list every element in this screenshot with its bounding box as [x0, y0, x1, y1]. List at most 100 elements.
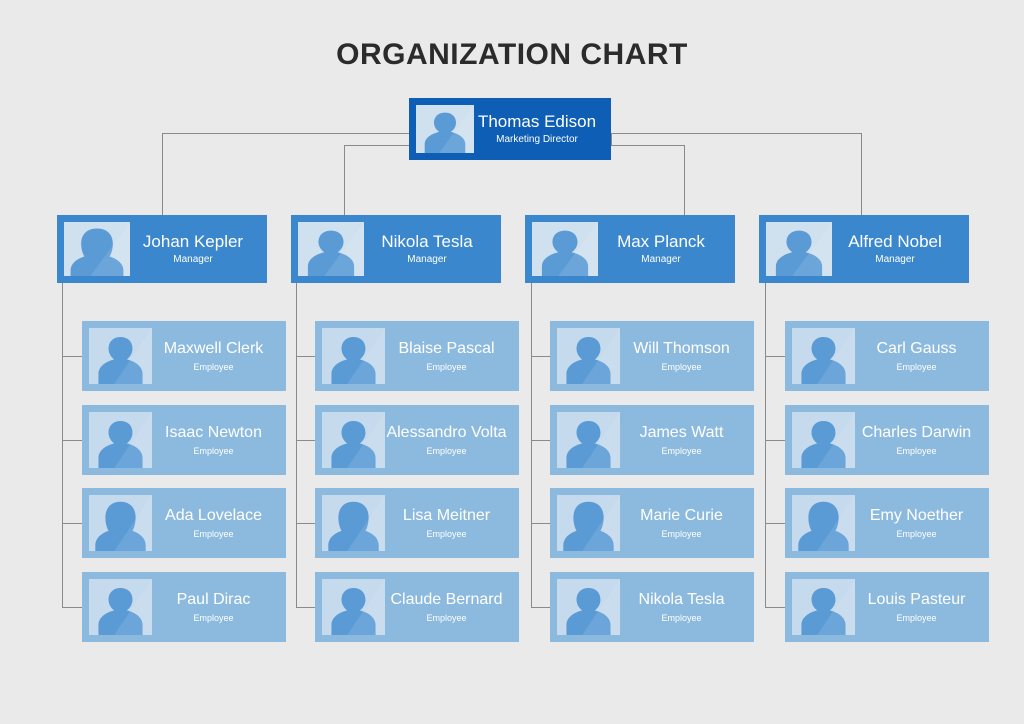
org-node-manager-3[interactable]: Max Planck Manager [525, 215, 735, 283]
org-node-name: Blaise Pascal [398, 340, 495, 358]
person-male-avatar-icon [792, 579, 855, 635]
person-female-avatar-icon [89, 495, 152, 551]
org-node-role: Employee [896, 612, 937, 623]
org-node-labels: James Watt Employee [620, 424, 747, 456]
org-node-employee-2-1[interactable]: Blaise Pascal Employee [315, 321, 519, 391]
org-node-manager-2[interactable]: Nikola Tesla Manager [291, 215, 501, 283]
org-node-employee-1-1[interactable]: Maxwell Clerk Employee [82, 321, 286, 391]
org-node-labels: Claude Bernard Employee [385, 591, 512, 623]
org-node-labels: Nikola Tesla Manager [364, 232, 494, 265]
org-node-employee-2-4[interactable]: Claude Bernard Employee [315, 572, 519, 642]
org-node-labels: Nikola Tesla Employee [620, 591, 747, 623]
org-node-name: Alfred Nobel [848, 232, 942, 252]
org-node-employee-2-3[interactable]: Lisa Meitner Employee [315, 488, 519, 558]
org-node-role: Employee [426, 528, 467, 539]
org-node-manager-1[interactable]: Johan Kepler Manager [57, 215, 267, 283]
org-node-name: Max Planck [617, 232, 705, 252]
org-node-role: Manager [173, 254, 213, 266]
branch-stub-3-3 [531, 523, 552, 524]
person-male-avatar-icon [557, 579, 620, 635]
person-male-avatar-icon [792, 328, 855, 384]
org-node-employee-4-1[interactable]: Carl Gauss Employee [785, 321, 989, 391]
branch-trunk-2 [296, 283, 297, 607]
org-node-role: Manager [641, 254, 681, 266]
org-node-role: Employee [193, 361, 234, 372]
person-male-avatar-icon [557, 412, 620, 468]
person-male-avatar-icon [322, 328, 385, 384]
person-female-avatar-icon [557, 495, 620, 551]
org-node-employee-1-2[interactable]: Isaac Newton Employee [82, 405, 286, 475]
branch-stub-4-3 [765, 523, 787, 524]
org-node-role: Employee [661, 528, 702, 539]
org-node-name: James Watt [639, 424, 724, 442]
org-node-labels: Isaac Newton Employee [152, 424, 279, 456]
org-node-employee-4-4[interactable]: Louis Pasteur Employee [785, 572, 989, 642]
connector-outer-left-down [162, 133, 163, 215]
page-title: ORGANIZATION CHART [336, 38, 688, 71]
org-node-role: Employee [193, 445, 234, 456]
org-node-labels: Emy Noether Employee [855, 507, 982, 539]
connector-inner-left-down [344, 145, 345, 215]
org-node-manager-4[interactable]: Alfred Nobel Manager [759, 215, 969, 283]
org-node-name: Ada Lovelace [165, 507, 262, 525]
org-node-role: Employee [426, 612, 467, 623]
person-male-avatar-icon [766, 222, 832, 276]
org-node-role: Employee [896, 361, 937, 372]
org-node-employee-1-4[interactable]: Paul Dirac Employee [82, 572, 286, 642]
org-node-name: Alessandro Volta [386, 424, 507, 442]
person-male-avatar-icon [532, 222, 598, 276]
org-node-name: Lisa Meitner [402, 507, 491, 525]
org-node-labels: Paul Dirac Employee [152, 591, 279, 623]
branch-stub-1-3 [62, 523, 84, 524]
org-node-labels: Marie Curie Employee [620, 507, 747, 539]
person-male-avatar-icon [322, 579, 385, 635]
person-female-avatar-icon [792, 495, 855, 551]
branch-stub-4-2 [765, 440, 787, 441]
person-male-avatar-icon [792, 412, 855, 468]
org-node-role: Employee [896, 445, 937, 456]
org-node-role: Employee [426, 361, 467, 372]
org-node-labels: Carl Gauss Employee [855, 340, 982, 372]
org-node-name: Paul Dirac [176, 591, 251, 609]
branch-trunk-3 [531, 283, 532, 607]
org-node-labels: Thomas Edison Marketing Director [474, 112, 604, 145]
org-node-employee-3-4[interactable]: Nikola Tesla Employee [550, 572, 754, 642]
branch-stub-2-2 [296, 440, 317, 441]
person-male-avatar-icon [557, 328, 620, 384]
person-male-avatar-icon [89, 328, 152, 384]
branch-stub-4-1 [765, 356, 787, 357]
org-node-name: Isaac Newton [165, 424, 262, 442]
connector-root-right-stub [611, 133, 612, 145]
branch-stub-2-3 [296, 523, 317, 524]
org-node-employee-4-3[interactable]: Emy Noether Employee [785, 488, 989, 558]
org-node-labels: Louis Pasteur Employee [855, 591, 982, 623]
person-male-avatar-icon [322, 412, 385, 468]
org-node-root[interactable]: Thomas Edison Marketing Director [409, 98, 611, 160]
org-node-employee-3-3[interactable]: Marie Curie Employee [550, 488, 754, 558]
org-node-name: Claude Bernard [390, 591, 503, 609]
person-male-avatar-icon [298, 222, 364, 276]
org-node-role: Employee [426, 445, 467, 456]
org-node-employee-4-2[interactable]: Charles Darwin Employee [785, 405, 989, 475]
person-male-avatar-icon [416, 105, 474, 153]
person-male-avatar-icon [89, 579, 152, 635]
org-node-employee-3-2[interactable]: James Watt Employee [550, 405, 754, 475]
org-node-labels: Johan Kepler Manager [130, 232, 260, 265]
org-node-employee-1-3[interactable]: Ada Lovelace Employee [82, 488, 286, 558]
branch-stub-1-2 [62, 440, 84, 441]
org-node-role: Employee [661, 612, 702, 623]
org-node-role: Manager [407, 254, 447, 266]
person-female-avatar-icon [322, 495, 385, 551]
org-node-name: Thomas Edison [477, 112, 597, 132]
org-node-name: Louis Pasteur [867, 591, 966, 609]
org-node-employee-3-1[interactable]: Will Thomson Employee [550, 321, 754, 391]
org-node-labels: Will Thomson Employee [620, 340, 747, 372]
branch-stub-3-2 [531, 440, 552, 441]
org-node-employee-2-2[interactable]: Alessandro Volta Employee [315, 405, 519, 475]
branch-stub-2-4 [296, 607, 317, 608]
connector-outer-right-down [861, 133, 862, 215]
org-node-name: Will Thomson [633, 340, 730, 358]
org-node-role: Employee [193, 612, 234, 623]
org-node-name: Marie Curie [640, 507, 723, 525]
